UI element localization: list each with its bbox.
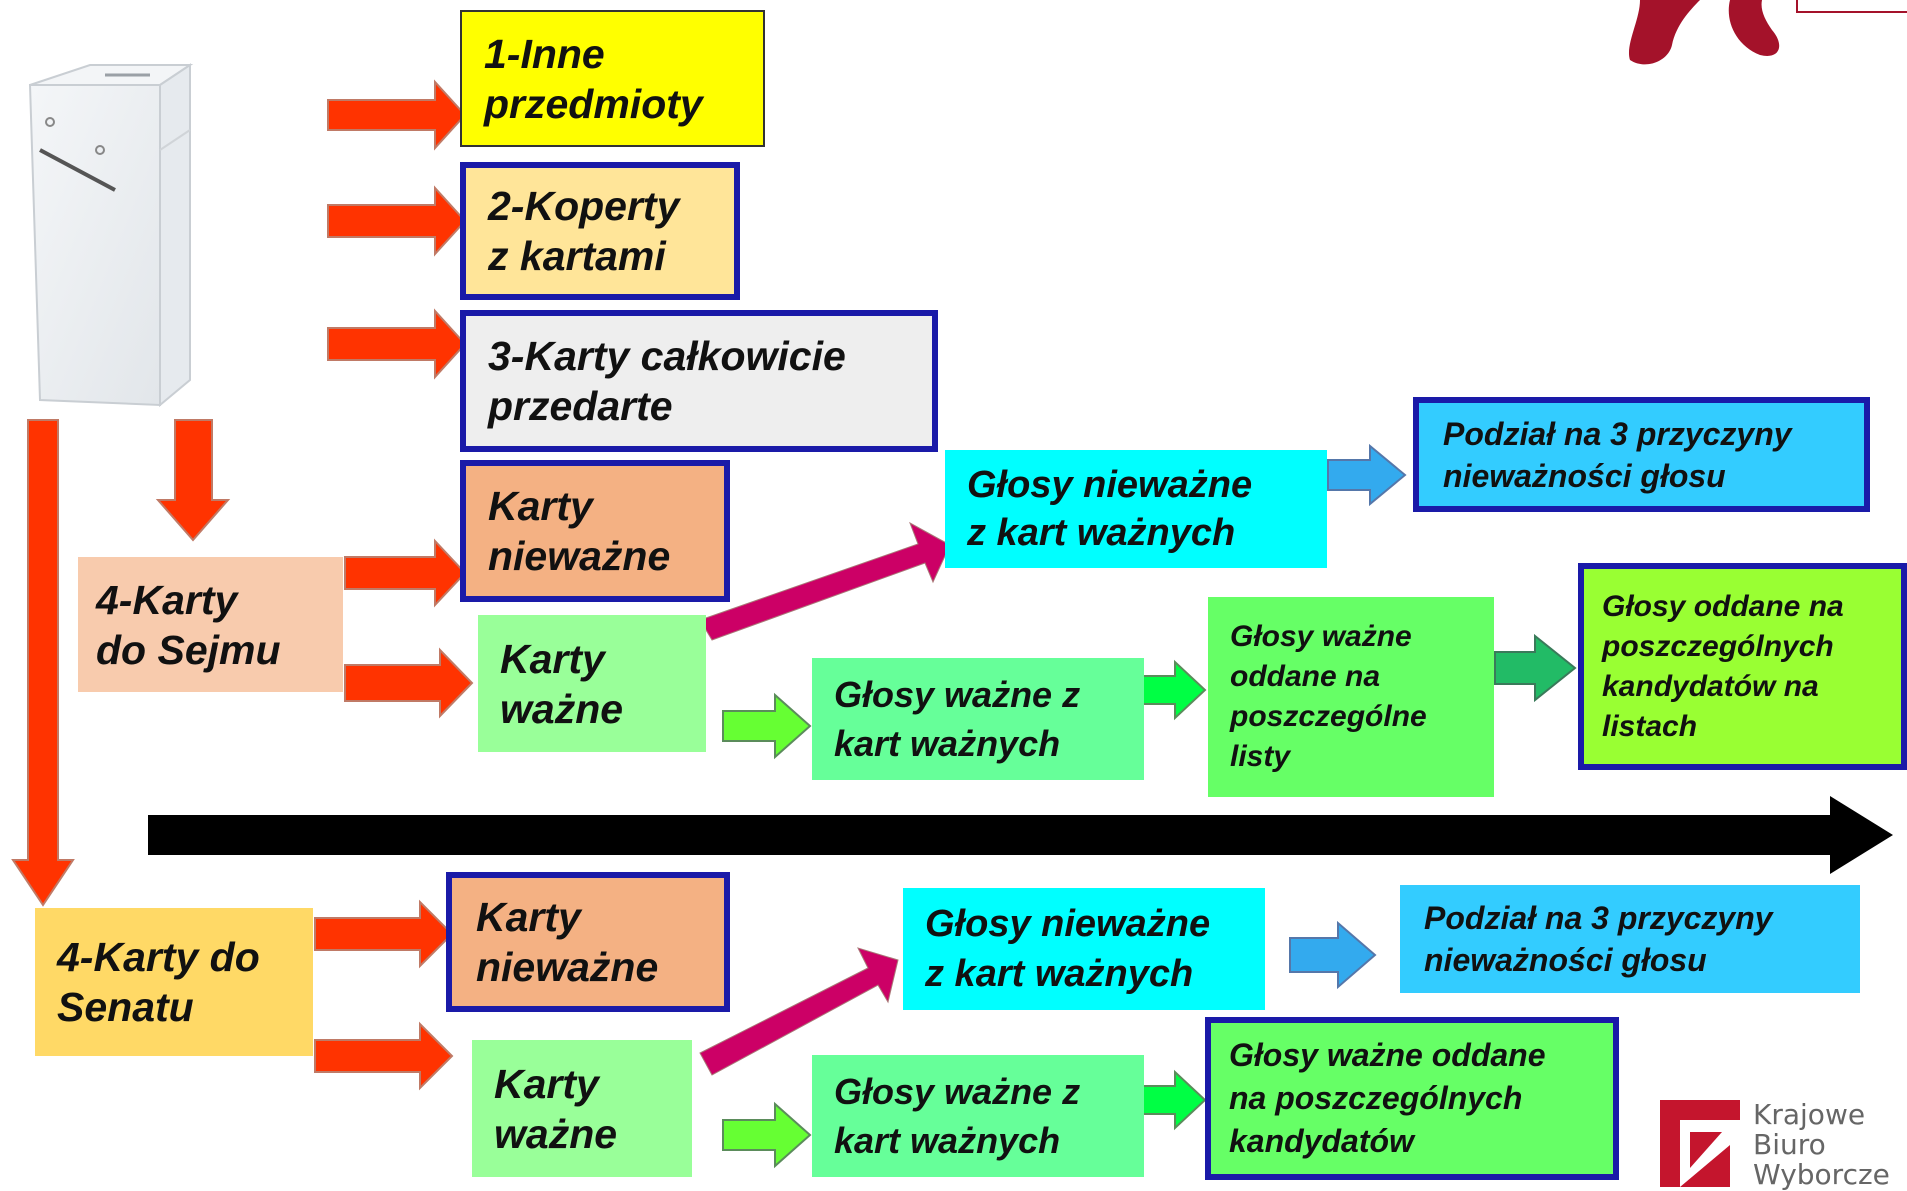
box-sejm-glosy-wazne-line2: kart ważnych [834,723,1061,764]
box-senat-karty-niewazne: Karty nieważne [446,872,730,1012]
box-senat-glosy-na-kandydatow: Głosy ważne oddane na poszczególnych kan… [1205,1017,1619,1180]
box-sejm-glosy-niewazne-line1: Głosy nieważne [967,464,1253,506]
box-senat-glosy-na-kandydatow-line1: Głosy ważne oddane [1229,1037,1546,1073]
box-sejm-glosy-wazne: Głosy ważne z kart ważnych [812,658,1144,780]
box-sejm-glosy-na-listy-line2: oddane na [1230,660,1381,693]
separator-arrow [148,796,1893,874]
box-sejm-podzial: Podział na 3 przyczyny nieważności głosu [1413,397,1870,512]
box-senat-glosy-wazne: Głosy ważne z kart ważnych [812,1055,1144,1177]
box-sejm-karty-niewazne-line1: Karty [488,483,593,529]
box-senat-karty-wazne-line2: ważne [494,1110,618,1157]
box-koperty-line2: z kartami [488,233,666,279]
arrow-senat-wazne-to-glosy [722,1101,812,1169]
box-senat-podzial-line2: nieważności głosu [1424,942,1707,978]
box-sejm-karty-wazne-line1: Karty [500,635,605,682]
arrow-sejm-to-glosy-niewazne [699,521,951,641]
box-senat-glosy-wazne-line1: Głosy ważne z [834,1071,1081,1112]
box-sejm-glosy-na-kandydatow-line4: listach [1602,709,1698,743]
arrow-sejm-glosy-to-listy [1142,659,1207,721]
arrow-senat-to-glosy-niewazne [699,947,899,1076]
arrow-down-to-senat [11,419,75,907]
box-senat-karty-niewazne-line1: Karty [476,894,581,940]
box-inne-przedmioty-line2: przedmioty [484,80,703,127]
arrow-to-karty-przedarte [327,308,467,380]
box-senat-glosy-niewazne-line2: z kart ważnych [925,953,1194,995]
box-senat-glosy-niewazne-line1: Głosy nieważne [925,903,1211,945]
box-karty-przedarte: 3-Karty całkowicie przedarte [460,310,938,452]
box-sejm-glosy-na-listy: Głosy ważne oddane na poszczególne listy [1208,597,1494,797]
arrow-senat-to-niewazne [314,899,454,969]
arrow-down-to-sejm [155,419,231,542]
box-senat-karty-wazne-line1: Karty [494,1060,599,1107]
box-sejm-karty-niewazne-line2: nieważne [488,533,671,579]
arrow-to-inne-przedmioty [327,79,467,151]
box-senat-glosy-wazne-line2: kart ważnych [834,1120,1061,1161]
box-karty-do-sejmu-line2: do Sejmu [96,626,281,673]
kbw-logo-text: Krajowe Biuro Wyborcze [1753,1100,1907,1190]
kbw-logo-line1: Krajowe [1753,1098,1866,1131]
box-senat-podzial-line1: Podział na 3 przyczyny [1424,900,1773,936]
box-sejm-karty-wazne-line2: ważne [500,685,624,732]
box-koperty-line1: 2-Koperty [488,183,680,229]
box-karty-do-sejmu-line1: 4-Karty [96,576,238,623]
box-koperty: 2-Koperty z kartami [460,162,740,300]
box-sejm-glosy-na-listy-line1: Głosy ważne [1230,620,1412,653]
arrow-sejm-to-wazne [344,647,474,719]
box-karty-do-senatu-line2: Senatu [57,984,194,1030]
decorative-figure-image [1628,0,1907,65]
box-sejm-glosy-na-kandydatow-line3: kandydatów na [1602,669,1819,703]
arrow-sejm-listy-to-kandydaci [1494,633,1577,703]
box-inne-przedmioty-line1: 1-Inne [484,30,605,77]
box-senat-karty-wazne: Karty ważne [472,1040,692,1177]
box-karty-do-senatu: 4-Karty do Senatu [35,908,313,1056]
box-sejm-glosy-na-kandydatow: Głosy oddane na poszczególnych kandydató… [1578,563,1907,770]
box-sejm-karty-niewazne: Karty nieważne [460,460,730,602]
box-senat-karty-niewazne-line2: nieważne [476,944,659,990]
arrow-senat-to-wazne [314,1021,454,1091]
box-sejm-glosy-na-listy-line3: poszczególne [1230,700,1427,733]
arrow-sejm-wazne-to-glosy [722,692,812,760]
arrow-senat-glosy-to-kandydaci [1142,1069,1207,1131]
arrow-senat-to-podzial [1289,920,1377,990]
arrow-sejm-to-podzial [1327,443,1407,507]
box-sejm-glosy-niewazne: Głosy nieważne z kart ważnych [945,450,1327,568]
box-sejm-glosy-niewazne-line2: z kart ważnych [967,512,1236,554]
box-senat-glosy-na-kandydatow-line3: kandydatów [1229,1123,1414,1159]
arrow-to-koperty [327,185,467,257]
box-sejm-podzial-line2: nieważności głosu [1443,457,1726,494]
box-senat-glosy-niewazne: Głosy nieważne z kart ważnych [903,888,1265,1010]
box-sejm-glosy-wazne-line1: Głosy ważne z [834,674,1081,715]
kbw-logo-mark [1660,1100,1740,1187]
box-sejm-glosy-na-listy-line4: listy [1230,740,1291,773]
box-sejm-glosy-na-kandydatow-line2: poszczególnych [1602,629,1834,663]
box-sejm-podzial-line1: Podział na 3 przyczyny [1443,415,1792,452]
box-sejm-karty-wazne: Karty ważne [478,615,706,752]
box-karty-do-sejmu: 4-Karty do Sejmu [78,557,343,692]
kbw-logo-line2: Biuro [1753,1128,1826,1161]
box-senat-glosy-na-kandydatow-line2: na poszczególnych [1229,1080,1523,1116]
box-inne-przedmioty: 1-Inne przedmioty [460,10,765,147]
box-sejm-glosy-na-kandydatow-line1: Głosy oddane na [1602,589,1844,623]
box-karty-przedarte-line1: 3-Karty całkowicie [488,333,846,379]
box-senat-podzial: Podział na 3 przyczyny nieważności głosu [1400,885,1860,993]
ballot-box-image [28,63,194,408]
box-karty-do-senatu-line1: 4-Karty do [57,934,260,980]
box-karty-przedarte-line2: przedarte [488,383,673,429]
arrow-sejm-to-niewazne [344,538,467,608]
kbw-logo-line3: Wyborcze [1753,1158,1890,1191]
